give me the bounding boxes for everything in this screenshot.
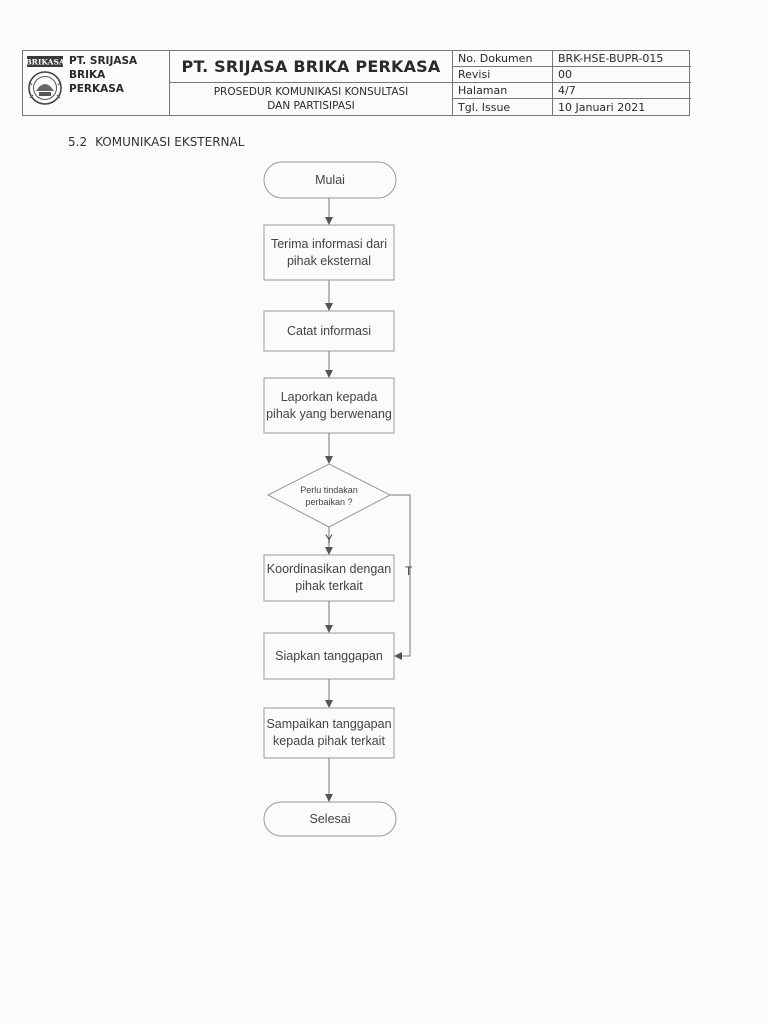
decision-line-1: Perlu tindakan <box>300 485 358 495</box>
step-record-label: Catat informasi <box>286 323 372 338</box>
step-prepare-label: Siapkan tanggapan <box>275 648 383 663</box>
company-logo-icon: BRIKASA <box>26 56 64 105</box>
meta-value-issue-date: 10 Januari 2021 <box>558 100 646 114</box>
no-branch-label: T <box>405 564 413 578</box>
step-receive-line-1: Terima informasi dari <box>270 236 387 251</box>
step-receive-information: Terima informasi dari pihak eksternal <box>264 225 394 280</box>
document-procedure-title: PROSEDUR KOMUNIKASI KONSULTASI DAN PARTI… <box>170 83 453 115</box>
step-receive-line-2: pihak eksternal <box>286 253 372 268</box>
document-header: BRIKASA PT. SRIJASA BRIKA PERKASA PT. SR… <box>22 50 691 116</box>
meta-value-doc-number: BRK-HSE-BUPR-015 <box>553 51 691 67</box>
meta-label-revision: Revisi <box>453 67 553 83</box>
meta-label-page: Halaman <box>453 83 553 99</box>
step-coordinate-line-1: Koordinasikan dengan <box>266 562 392 576</box>
step-coordinate-parties: Koordinasikan dengan pihak terkait <box>264 555 394 601</box>
step-deliver-line-1: Sampaikan tanggapan <box>266 717 392 731</box>
section-title: KOMUNIKASI EKSTERNAL <box>95 135 245 149</box>
flow-arrow-decision-no <box>390 494 411 660</box>
start-label: Mulai <box>315 172 345 187</box>
step-coordinate-line-2: pihak terkait <box>295 579 363 593</box>
step-deliver-line-2: kepada pihak terkait <box>273 734 385 748</box>
step-record-information: Catat informasi <box>264 311 394 351</box>
procedure-title-line-1: PROSEDUR KOMUNIKASI KONSULTASI <box>213 86 409 98</box>
start-terminal: Mulai <box>264 162 396 198</box>
meta-value-revision: 00 <box>553 67 691 83</box>
logo-company-name: PT. SRIJASA BRIKA PERKASA <box>69 54 169 96</box>
section-heading: 5.2 KOMUNIKASI EKSTERNAL <box>68 135 244 149</box>
decision-line-2: perbaikan ? <box>305 497 353 507</box>
end-terminal-shape <box>263 801 397 837</box>
yes-branch-label: Y <box>325 532 334 546</box>
step-report-line-2: pihak yang berwenang <box>266 406 392 421</box>
start-terminal-shape <box>263 161 397 199</box>
step-prepare-response: Siapkan tanggapan <box>264 633 394 679</box>
company-line-2: PERKASA <box>69 83 124 95</box>
step-report-authority: Laporkan kepada pihak yang berwenang <box>264 378 394 433</box>
procedure-title-line-2: DAN PARTISIPASI <box>267 100 355 112</box>
document-company-title: PT. SRIJASA BRIKA PERKASA <box>170 51 453 83</box>
decision-corrective-action: Perlu tindakan perbaikan ? <box>279 476 379 516</box>
meta-label-doc-number: No. Dokumen <box>453 51 553 67</box>
meta-value-page: 4/7 <box>553 83 691 99</box>
section-number: 5.2 <box>68 135 88 149</box>
company-line-1: PT. SRIJASA BRIKA <box>69 55 138 81</box>
step-deliver-response: Sampaikan tanggapan kepada pihak terkait <box>264 708 394 758</box>
logo-text: BRIKASA <box>26 58 64 67</box>
logo-cell: BRIKASA PT. SRIJASA BRIKA PERKASA <box>23 51 170 115</box>
meta-label-issue-date: Tgl. Issue <box>453 99 553 115</box>
step-report-line-1: Laporkan kepada <box>280 389 378 404</box>
end-label: Selesai <box>309 811 351 826</box>
end-terminal: Selesai <box>264 802 396 836</box>
